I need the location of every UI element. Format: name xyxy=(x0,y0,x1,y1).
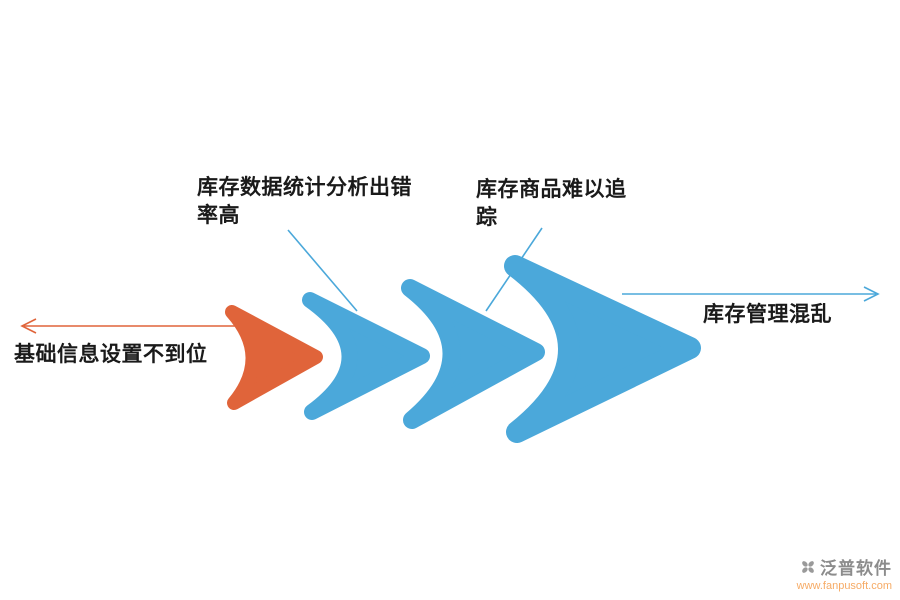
chevron-blue-2 xyxy=(401,279,545,429)
fanpu-logo-icon xyxy=(802,560,814,573)
watermark: 泛普软件 www.fanpusoft.com xyxy=(797,554,892,592)
chevron-blue-3 xyxy=(504,255,701,443)
watermark-brand-text: 泛普软件 xyxy=(820,559,892,578)
label-result: 库存管理混乱 xyxy=(703,303,832,326)
chevron-blue-1 xyxy=(302,292,430,420)
cause-arrowhead-icon xyxy=(20,318,37,334)
label-cause: 基础信息设置不到位 xyxy=(14,343,208,366)
watermark-url: www.fanpusoft.com xyxy=(796,580,892,592)
result-arrowhead-icon xyxy=(863,286,880,302)
watermark-brand-row: 泛普软件 xyxy=(797,554,892,579)
effect1-connector-line xyxy=(287,229,358,312)
chevron-orange xyxy=(225,305,323,410)
label-effect1: 库存数据统计分析出错率高 xyxy=(197,176,412,227)
label-effect2: 库存商品难以追踪 xyxy=(476,178,627,229)
